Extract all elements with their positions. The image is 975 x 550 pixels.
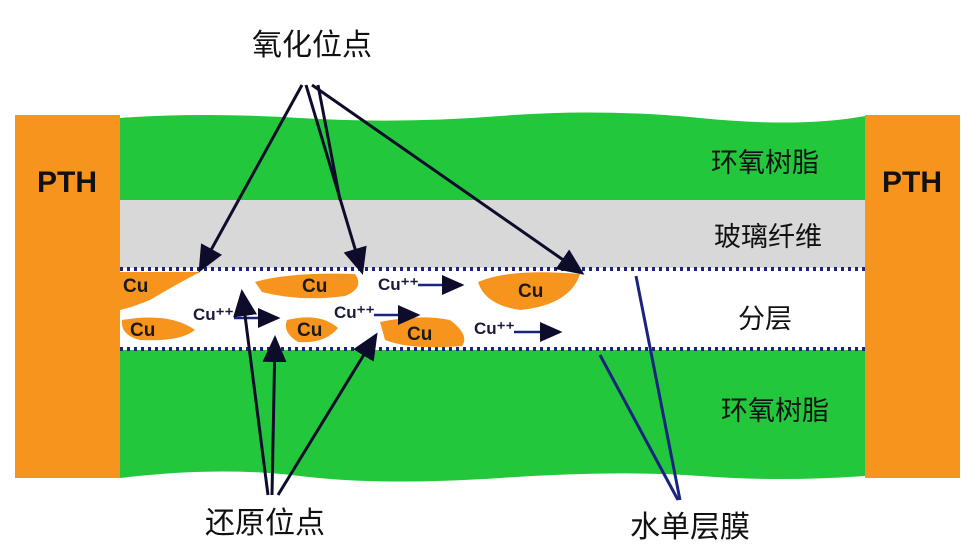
- epoxy-top-layer: [120, 112, 865, 200]
- cu-label: Cu: [130, 320, 155, 341]
- pth-right-label: PTH: [882, 166, 942, 199]
- water-monolayer-label: 水单层膜: [630, 510, 750, 545]
- pth-left: [15, 115, 120, 478]
- cu-label: Cu: [123, 276, 148, 297]
- cu-ion-label: Cu⁺⁺: [193, 305, 234, 324]
- oxidation-sites-label: 氧化位点: [252, 28, 372, 63]
- cu-label: Cu: [407, 324, 432, 345]
- cu-deposit: [255, 273, 359, 299]
- cu-deposit: [285, 317, 338, 343]
- pth-right: [865, 115, 960, 478]
- reduction-pointers: [233, 289, 378, 496]
- cu-ion-label: Cu⁺⁺: [334, 303, 375, 322]
- epoxy-bottom-label: 环氧树脂: [721, 396, 829, 427]
- cu-label: Cu: [297, 320, 322, 341]
- pth-left-label: PTH: [37, 166, 97, 199]
- cu-ion-label: Cu⁺⁺: [474, 319, 515, 338]
- oxidation-pointers: [198, 83, 585, 275]
- water-film-pointers: [598, 275, 682, 501]
- reduction-sites-label: 还原位点: [205, 506, 325, 541]
- cu-label: Cu: [518, 281, 543, 302]
- cu-ion-label: Cu⁺⁺: [378, 275, 419, 294]
- cu-label: Cu: [302, 276, 327, 297]
- epoxy-top-label: 环氧树脂: [711, 148, 819, 179]
- cu-deposit: [121, 317, 195, 341]
- cu-deposit: [478, 272, 580, 310]
- delamination-label: 分层: [738, 304, 792, 335]
- glass-fiber-label: 玻璃纤维: [714, 222, 822, 253]
- cu-deposit: [120, 272, 200, 310]
